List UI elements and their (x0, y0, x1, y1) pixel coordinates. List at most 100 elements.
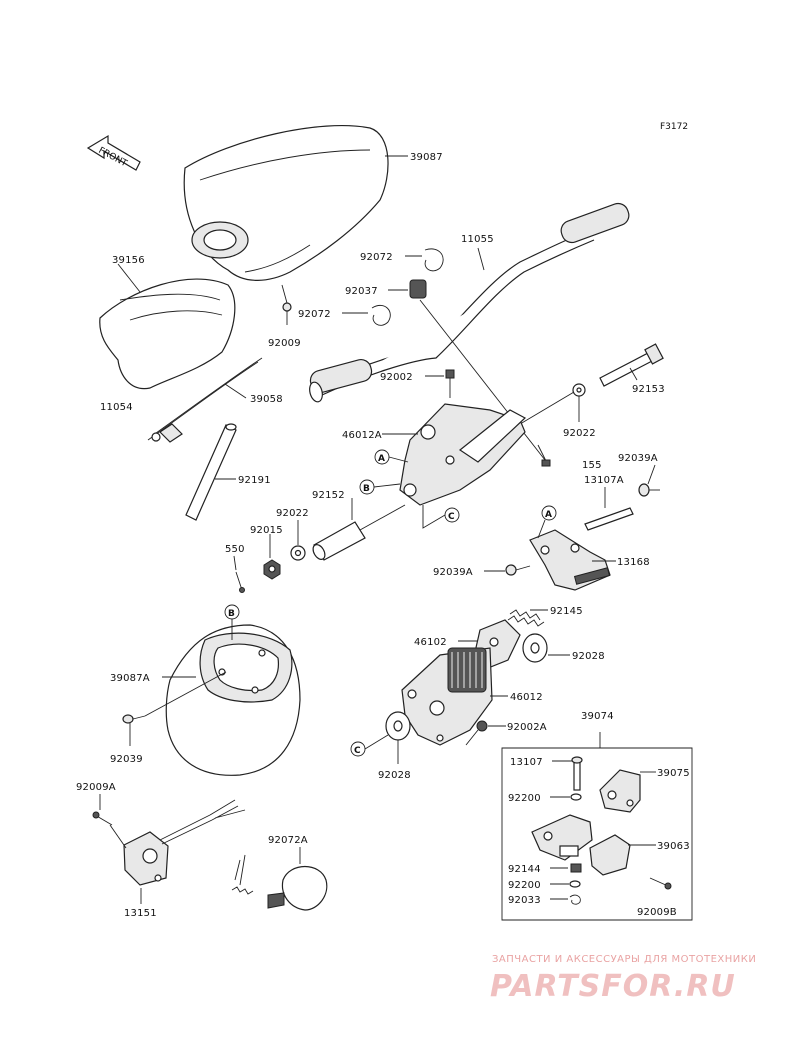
svg-text:B: B (363, 484, 370, 494)
washer-92028-upper (522, 633, 548, 663)
part-39075 (599, 769, 641, 813)
watermark-tagline: ЗАПЧАСТИ И АКСЕССУАРЫ ДЛЯ МОТОТЕХНИКИ (492, 954, 756, 965)
clamp-92072A (231, 854, 328, 911)
pin-13107A (584, 507, 634, 531)
assembly-box-39074 (501, 732, 693, 921)
label-92002: 92002 (380, 372, 413, 383)
spring-92144 (570, 863, 582, 873)
clip-92072-lower (371, 304, 391, 326)
label-92039A-right: 92039A (618, 453, 658, 464)
label-92072-upper: 92072 (360, 252, 393, 263)
label-92015: 92015 (250, 525, 283, 536)
label-92009: 92009 (268, 338, 301, 349)
screw-550 (235, 571, 245, 593)
tube-92152 (312, 521, 366, 561)
label-39074: 39074 (581, 711, 614, 722)
bolt-92002 (445, 369, 455, 398)
label-92200-lower: 92200 (508, 880, 541, 891)
cable-11054 (147, 357, 263, 443)
screw-92039 (122, 714, 146, 724)
bolt-92039A-right (638, 483, 660, 497)
label-39058: 39058 (250, 394, 283, 405)
figure-code: F3172 (660, 122, 688, 132)
cover-39156 (99, 278, 236, 390)
label-92037: 92037 (345, 286, 378, 297)
ring-92033 (569, 894, 581, 905)
svg-text:A: A (545, 510, 552, 520)
holder-92037 (409, 279, 427, 299)
watermark-logo: PARTSFOR.RU (490, 969, 736, 1004)
label-92145: 92145 (550, 606, 583, 617)
label-92033: 92033 (508, 895, 541, 906)
label-550: 550 (225, 544, 245, 555)
steering-body-46012A (399, 403, 527, 506)
label-46012: 46012 (510, 692, 543, 703)
label-92153: 92153 (632, 384, 665, 395)
washer-92028-lower (385, 711, 411, 741)
hose-92191 (185, 423, 237, 521)
callout-a-bracket: A (541, 505, 557, 521)
svg-text:B: B (228, 609, 235, 619)
front-arrow-icon: FRONT (86, 134, 141, 171)
label-39156: 39156 (112, 255, 145, 266)
bolt-92002A (465, 720, 488, 746)
label-13151: 13151 (124, 908, 157, 919)
svg-text:C: C (448, 512, 455, 522)
label-92002A: 92002A (507, 722, 547, 733)
callout-a-upper: A (374, 449, 390, 465)
label-39087: 39087 (410, 152, 443, 163)
label-92200-upper: 92200 (508, 793, 541, 804)
steering-body-46012 (401, 647, 493, 746)
label-46012A: 46012A (342, 430, 382, 441)
callout-b-lower: B (224, 604, 240, 620)
washer-92200-upper (570, 793, 582, 801)
label-92028-upper: 92028 (572, 651, 605, 662)
label-92072-lower: 92072 (298, 309, 331, 320)
bracket-mid (531, 814, 593, 861)
callout-c-lower: C (350, 741, 366, 757)
label-46102: 46102 (414, 637, 447, 648)
label-92144: 92144 (508, 864, 541, 875)
handlebar-11055 (309, 202, 630, 403)
label-39075: 39075 (657, 768, 690, 779)
label-155: 155 (582, 460, 602, 471)
lower-cover-39087A (165, 624, 301, 776)
switch-13151 (123, 799, 246, 886)
label-92039: 92039 (110, 754, 143, 765)
label-39063: 39063 (657, 841, 690, 852)
shaft-92153 (599, 343, 664, 387)
label-92028-lower: 92028 (378, 770, 411, 781)
label-92022-upper: 92022 (563, 428, 596, 439)
clip-92072-upper (424, 248, 444, 272)
label-92009B: 92009B (637, 907, 677, 918)
label-13168: 13168 (617, 557, 650, 568)
screw-92009A (92, 811, 113, 826)
screw-92009 (282, 302, 292, 325)
callout-c-upper: C (444, 507, 460, 523)
spring-92145 (507, 609, 545, 627)
washer-92200-lower (569, 880, 581, 888)
label-92022-lower: 92022 (276, 508, 309, 519)
screw-92009B (649, 877, 672, 890)
bracket-13168 (529, 529, 611, 591)
label-11055: 11055 (461, 234, 494, 245)
label-92072A: 92072A (268, 835, 308, 846)
label-92009A: 92009A (76, 782, 116, 793)
nut-92015 (263, 559, 281, 580)
label-39087A: 39087A (110, 673, 150, 684)
washer-92022-upper-hole (576, 387, 582, 393)
callout-b-upper: B (359, 479, 375, 495)
bolt-92039A-left (505, 564, 531, 576)
part-39063 (589, 834, 631, 876)
label-13107A: 13107A (584, 475, 624, 486)
pin-13107 (571, 756, 583, 791)
label-13107: 13107 (510, 757, 543, 768)
label-92039A-left: 92039A (433, 567, 473, 578)
svg-text:A: A (378, 454, 385, 464)
bolt-upper-right (537, 444, 551, 467)
front-cover-39087 (183, 125, 389, 281)
svg-text:C: C (354, 746, 361, 756)
label-92191: 92191 (238, 475, 271, 486)
